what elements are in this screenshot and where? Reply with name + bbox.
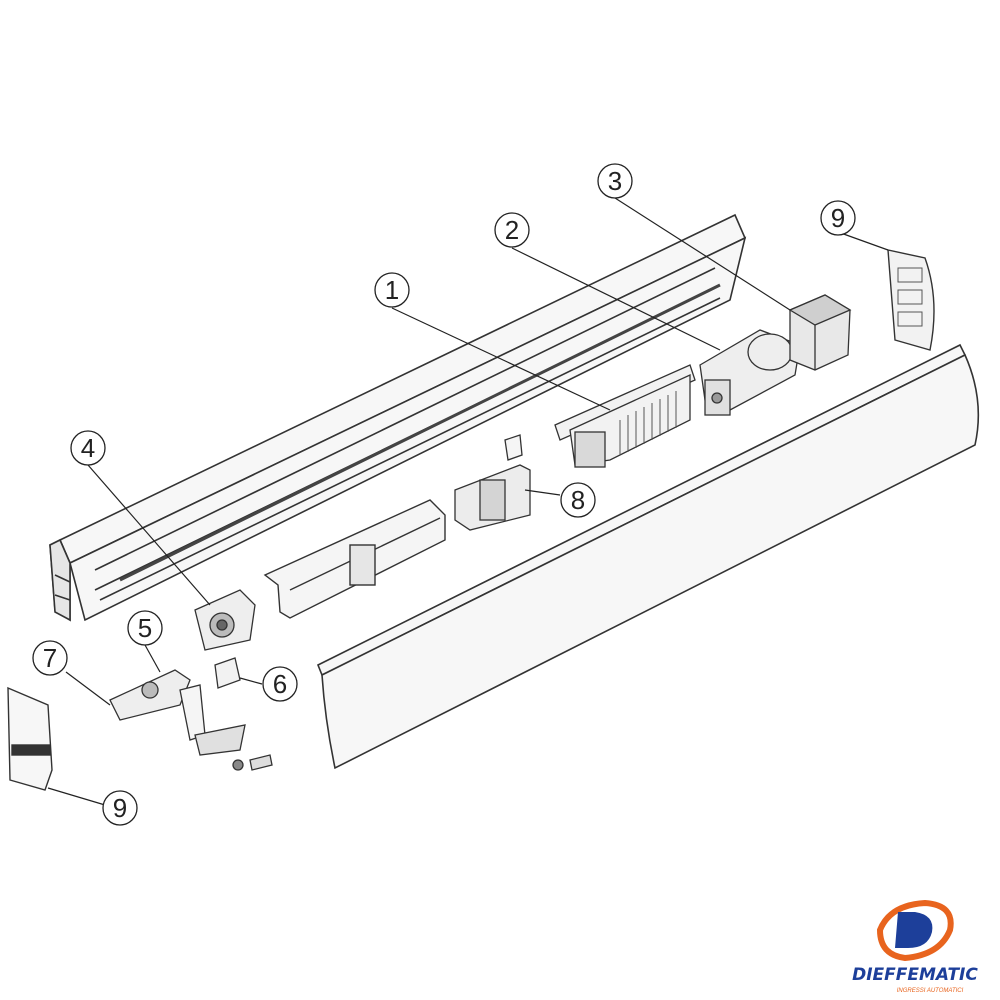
main-rail-profile [49,213,747,622]
callout-9-top-label: 9 [831,203,845,233]
end-cap-left [7,686,53,791]
small-bracket [214,657,241,689]
callout-8-label: 8 [571,485,585,515]
callout-1: 1 [374,272,410,308]
callout-5-label: 5 [138,613,152,643]
lock-unit [454,434,531,531]
end-cap-right [887,249,935,351]
callout-6: 6 [262,666,298,702]
front-cover [316,343,980,770]
logo-d-icon [895,912,933,948]
control-unit [554,364,696,468]
dieffematic-logo: DIEFFEMATIC INGRESSI AUTOMATICI [852,899,978,994]
logo-swoosh-icon [876,899,954,962]
motor-gearbox [699,329,801,416]
callout-3-label: 3 [608,166,622,196]
logo-wordmark: DIEFFEMATIC [852,965,978,985]
callout-8: 8 [560,482,596,518]
callout-2: 2 [494,212,530,248]
callout-1-label: 1 [385,275,399,305]
callout-6-label: 6 [273,669,287,699]
belt-tensioner [109,669,273,771]
callout-9-bottom-label: 9 [113,793,127,823]
callout-4-label: 4 [81,433,95,463]
callout-2-label: 2 [505,215,519,245]
callout-5: 5 [127,610,163,646]
callout-7: 7 [32,640,68,676]
callout-9-bottom: 9 [102,790,138,826]
leader-lines [47,197,889,806]
callout-7-label: 7 [43,643,57,673]
carrier-profile [263,499,446,619]
callout-9-top: 9 [820,200,856,236]
callout-4: 4 [70,430,106,466]
logo-tagline: INGRESSI AUTOMATICI [897,988,964,994]
encoder-block [788,294,852,371]
callout-3: 3 [597,163,633,199]
